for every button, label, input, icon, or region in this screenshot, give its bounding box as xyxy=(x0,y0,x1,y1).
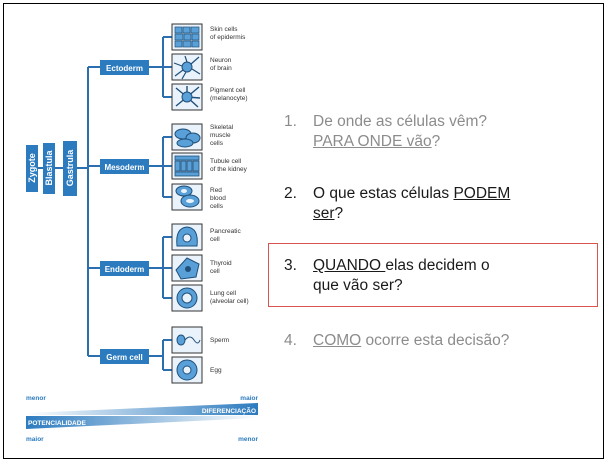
sperm-icon xyxy=(171,326,203,354)
gradient-top-right: maior xyxy=(240,395,258,402)
label-egg: Egg xyxy=(210,367,222,374)
svg-text:cells: cells xyxy=(210,203,224,210)
svg-text:Zygote: Zygote xyxy=(27,153,37,183)
gradient-bottom-right: menor xyxy=(238,436,258,443)
lung-cell-icon xyxy=(171,284,203,312)
question-3-number: 3. xyxy=(284,257,297,274)
question-3-highlight-box xyxy=(268,243,598,307)
question-2-prefix: O que estas células xyxy=(313,185,454,202)
question-2-suffix: ? xyxy=(334,205,344,222)
svg-text:Gastrula: Gastrula xyxy=(65,149,75,187)
svg-text:Neuron: Neuron xyxy=(210,57,232,64)
svg-text:of epidermis: of epidermis xyxy=(210,34,246,41)
svg-text:(melanocyte): (melanocyte) xyxy=(210,95,248,102)
question-3-underlined: QUANDO xyxy=(313,257,386,274)
question-2-number: 2. xyxy=(284,185,297,202)
svg-text:of the kidney: of the kidney xyxy=(210,166,248,173)
pancreatic-cell-icon xyxy=(171,223,203,251)
svg-text:Pancreatic: Pancreatic xyxy=(210,228,241,235)
label-sperm: Sperm xyxy=(210,337,229,344)
question-1-number: 1. xyxy=(284,113,297,130)
svg-text:Thyroid: Thyroid xyxy=(210,260,232,267)
question-4-suffix: ocorre esta decisão? xyxy=(361,332,510,349)
slide-frame xyxy=(3,3,604,459)
layer-mesoderm: Mesoderm xyxy=(100,159,149,174)
question-1-underlined: PARA ONDE vão xyxy=(313,133,432,150)
svg-text:Skin cells: Skin cells xyxy=(210,26,238,33)
svg-text:Skeletal: Skeletal xyxy=(210,124,234,131)
layer-ectoderm: Ectoderm xyxy=(100,60,149,75)
question-2-underlined-1: PODEM xyxy=(453,185,511,202)
red-blood-cell-icon xyxy=(171,183,203,211)
skeletal-muscle-icon xyxy=(171,123,203,151)
svg-text:cells: cells xyxy=(210,140,224,147)
gradient-top-left: menor xyxy=(26,395,46,402)
question-4-underlined: COMO xyxy=(313,332,362,349)
question-1-suffix: ? xyxy=(431,133,441,150)
svg-text:Pigment cell: Pigment cell xyxy=(210,87,246,94)
svg-text:cell: cell xyxy=(210,268,220,275)
svg-text:of brain: of brain xyxy=(210,65,232,72)
svg-text:Red: Red xyxy=(210,187,222,194)
svg-text:Ectoderm: Ectoderm xyxy=(106,64,143,73)
neuron-icon xyxy=(171,53,203,81)
question-4-number: 4. xyxy=(284,332,297,349)
question-1-line1: De onde as células vêm? xyxy=(313,113,488,130)
skin-cell-icon xyxy=(171,23,203,51)
svg-text:blood: blood xyxy=(210,195,226,202)
svg-text:cell: cell xyxy=(210,236,220,243)
egg-icon xyxy=(171,356,203,384)
question-3-suffix: elas decidem o xyxy=(385,257,490,274)
svg-text:Lung cell: Lung cell xyxy=(210,290,237,297)
pigment-cell-icon xyxy=(171,83,203,111)
svg-text:Sperm: Sperm xyxy=(210,337,229,344)
question-2-underlined-2: ser xyxy=(313,205,335,222)
svg-text:Mesoderm: Mesoderm xyxy=(104,163,144,172)
gradient-bottom-left: maior xyxy=(26,436,44,443)
svg-text:Germ cell: Germ cell xyxy=(106,353,142,362)
stage-gastrula: Gastrula xyxy=(63,141,77,196)
svg-text:Tubule cell: Tubule cell xyxy=(210,158,242,165)
gradient-diff-label: DIFERENCIAÇÃO xyxy=(202,406,256,415)
svg-text:Egg: Egg xyxy=(210,367,222,374)
layer-germ-cell: Germ cell xyxy=(100,349,149,364)
differentiation-gradient: menor maior DIFERENCIAÇÃO POTENCIALIDADE… xyxy=(26,395,258,443)
gradient-pot-label: POTENCIALIDADE xyxy=(28,420,86,427)
svg-text:muscle: muscle xyxy=(210,132,231,139)
label-pigment-cell: Pigment cell(melanocyte) xyxy=(210,87,248,102)
svg-text:Blastula: Blastula xyxy=(44,150,54,186)
kidney-tubule-icon xyxy=(171,152,203,180)
stage-zygote: Zygote xyxy=(26,145,38,192)
stage-blastula: Blastula xyxy=(43,143,55,194)
svg-text:Endoderm: Endoderm xyxy=(105,265,145,274)
svg-text:(alveolar cell): (alveolar cell) xyxy=(210,298,249,305)
label-lung-cell: Lung cell(alveolar cell) xyxy=(210,290,249,305)
layer-endoderm: Endoderm xyxy=(100,261,149,276)
question-3-line2: que vão ser? xyxy=(313,277,403,294)
thyroid-cell-icon xyxy=(171,254,203,282)
